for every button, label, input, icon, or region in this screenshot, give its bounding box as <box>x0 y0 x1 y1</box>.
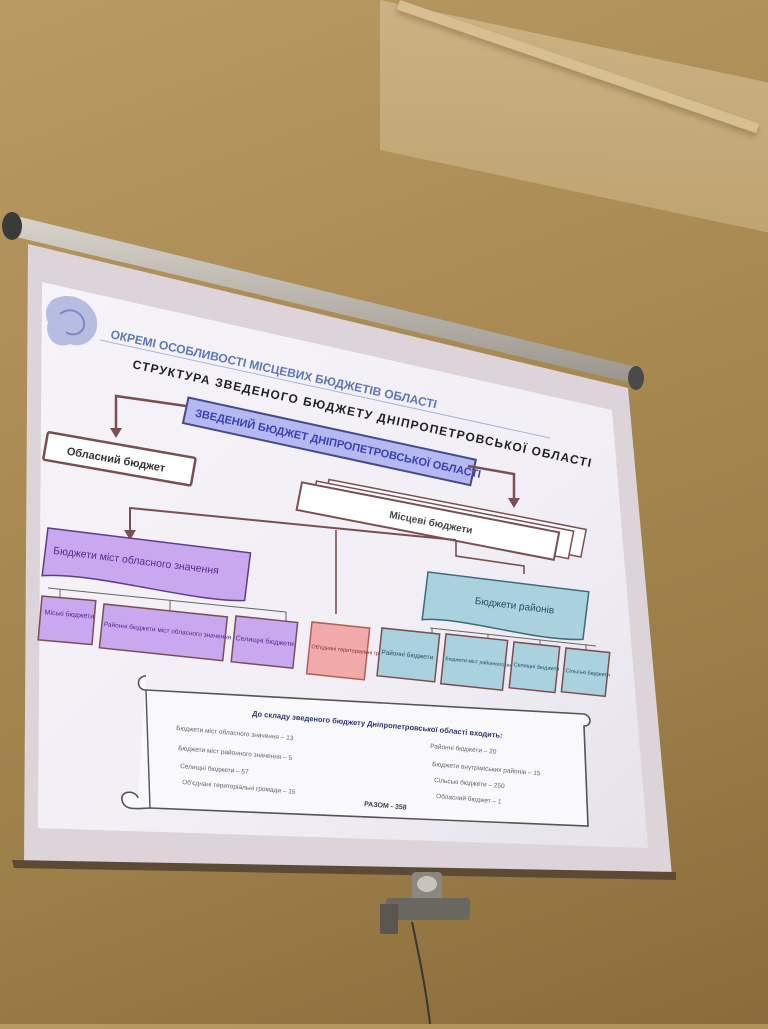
ministry-logo <box>45 295 98 346</box>
leaf-district-b <box>376 627 441 683</box>
leaf-city-budgets <box>37 595 97 646</box>
leaf-connector-left <box>47 587 287 613</box>
leaf-district-city <box>98 603 229 662</box>
city-budgets-banner <box>41 527 252 602</box>
leaf-village-label: Сільські бюджети <box>565 668 610 679</box>
leaf-settlement-a <box>230 615 299 670</box>
top-box <box>181 396 478 487</box>
leaf-connector-right <box>429 627 597 647</box>
oblast-budget-box <box>42 431 197 487</box>
arrow-oblast <box>114 394 187 430</box>
connector-districts <box>455 540 525 574</box>
leaf-town-district <box>439 633 509 692</box>
projector-mount <box>380 872 470 1025</box>
leaf-settlement-b <box>508 641 561 694</box>
leaf-communities <box>305 621 371 681</box>
arrow-local <box>467 464 516 500</box>
screen-casing <box>2 212 644 390</box>
leaf-village <box>560 647 611 698</box>
header-rule <box>99 339 551 439</box>
district-budgets-banner <box>421 571 590 641</box>
connector-local <box>129 506 457 541</box>
local-budgets-box: Місцеві бюджети <box>295 478 588 562</box>
leaf-settlement-b-label: Селищні бюджети <box>513 662 559 673</box>
screen-bottom-bar <box>12 860 676 880</box>
summary-scroll <box>121 675 591 827</box>
scroll-total: РАЗОМ - 358 <box>364 801 407 812</box>
